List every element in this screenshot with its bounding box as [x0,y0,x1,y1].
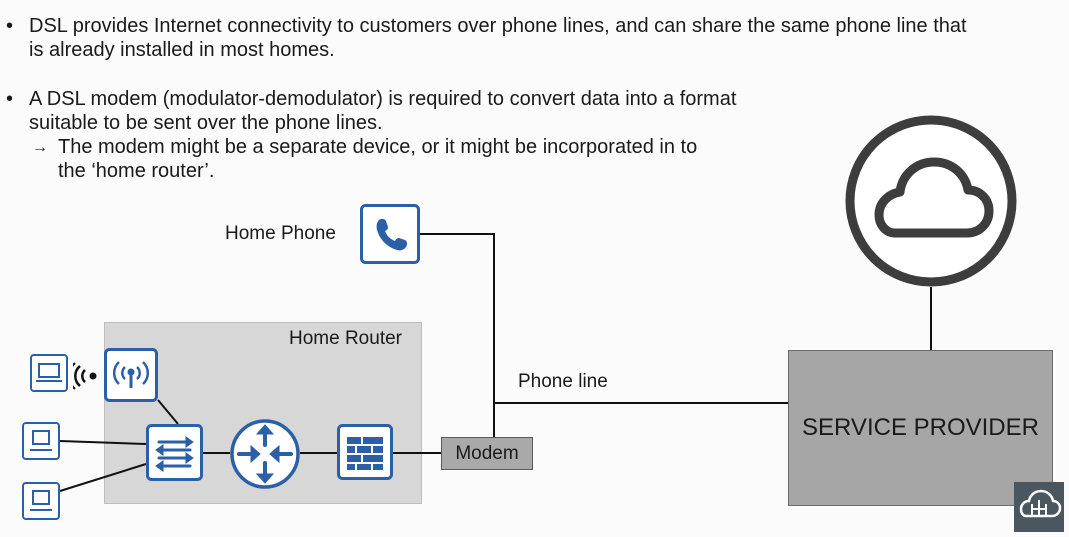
bullet-marker: • [6,15,14,37]
bullet-2-line-2: suitable to be sent over the phone lines… [29,112,383,134]
firewall-icon [337,424,393,485]
home-router-label: Home Router [289,328,402,349]
sub-bullet-line-2: the ‘home router’. [58,160,215,182]
home-phone-label: Home Phone [225,223,336,244]
wifi-signal-icon [68,362,103,395]
logo-icon [1014,482,1064,537]
bullet-1-line-1: DSL provides Internet connectivity to cu… [29,15,967,37]
modem-box: Modem [441,437,533,470]
pc-icon [22,422,60,465]
wireless-ap-icon [104,348,158,407]
bullet-2-line-1: A DSL modem (modulator-demodulator) is r… [29,88,737,110]
sub-bullet-arrow: → [32,139,48,156]
pc-icon [22,482,60,525]
bullet-1-line-2: is already installed in most homes. [29,39,335,61]
switch-icon [146,424,203,486]
phone-line-label: Phone line [518,371,608,392]
bullet-marker: • [6,88,14,110]
service-provider-box: SERVICE PROVIDER [788,350,1053,506]
sub-bullet-line-1: The modem might be a separate device, or… [58,136,698,158]
laptop-icon [30,354,68,397]
cloud-icon [845,115,1017,292]
phone-icon [360,204,420,269]
router-icon [229,418,301,495]
